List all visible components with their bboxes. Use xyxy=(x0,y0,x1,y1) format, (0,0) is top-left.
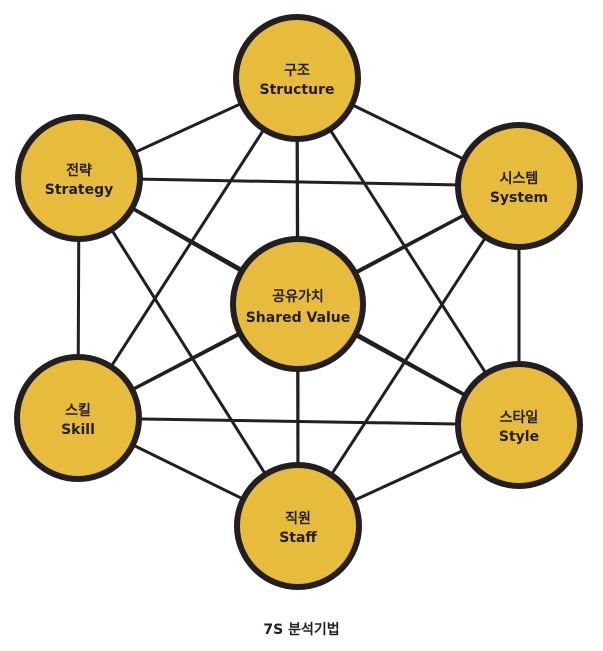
node-strategy: 전략 Strategy xyxy=(15,114,143,242)
edge-system-staff xyxy=(296,185,521,527)
node-strategy-circle xyxy=(15,114,143,242)
node-strategy-label-en: Strategy xyxy=(45,182,113,198)
node-shared-value-label-en: Shared Value xyxy=(246,310,351,326)
node-staff-circle xyxy=(234,462,362,590)
node-system: 시스템 System xyxy=(455,122,583,250)
edge-staff-strategy xyxy=(77,177,300,527)
node-staff-label-en: Staff xyxy=(279,530,317,546)
node-shared-value-label-ko: 공유가치 xyxy=(272,289,324,305)
node-system-label-en: System xyxy=(490,190,548,206)
node-structure: 구조 Structure xyxy=(233,14,361,142)
node-style: 스타일 Style xyxy=(455,361,583,489)
node-skill: 스킬 Skill xyxy=(14,354,142,482)
node-strategy-label-ko: 전략 xyxy=(66,162,92,179)
node-style-label-ko: 스타일 xyxy=(500,410,539,426)
node-skill-label-ko: 스킬 xyxy=(65,403,91,419)
node-shared-value: 공유가치 Shared Value xyxy=(230,236,366,372)
node-structure-label-ko: 구조 xyxy=(284,63,310,79)
node-staff: 직원 Staff xyxy=(234,462,362,590)
node-style-circle xyxy=(455,361,583,489)
node-staff-label-ko: 직원 xyxy=(285,510,311,527)
node-system-label-ko: 시스템 xyxy=(500,170,539,187)
node-structure-circle xyxy=(233,14,361,142)
diagram-caption: 7S 분석기법 xyxy=(263,622,340,638)
edge-system-strategy xyxy=(78,176,520,188)
node-skill-circle xyxy=(14,354,142,482)
edge-structure-style xyxy=(295,77,521,426)
node-shared-value-circle xyxy=(230,236,366,372)
node-structure-label-en: Structure xyxy=(259,82,334,98)
node-style-label-en: Style xyxy=(499,429,539,445)
node-skill-label-en: Skill xyxy=(61,422,95,438)
node-system-circle xyxy=(455,122,583,250)
edge-structure-skill xyxy=(76,77,299,419)
